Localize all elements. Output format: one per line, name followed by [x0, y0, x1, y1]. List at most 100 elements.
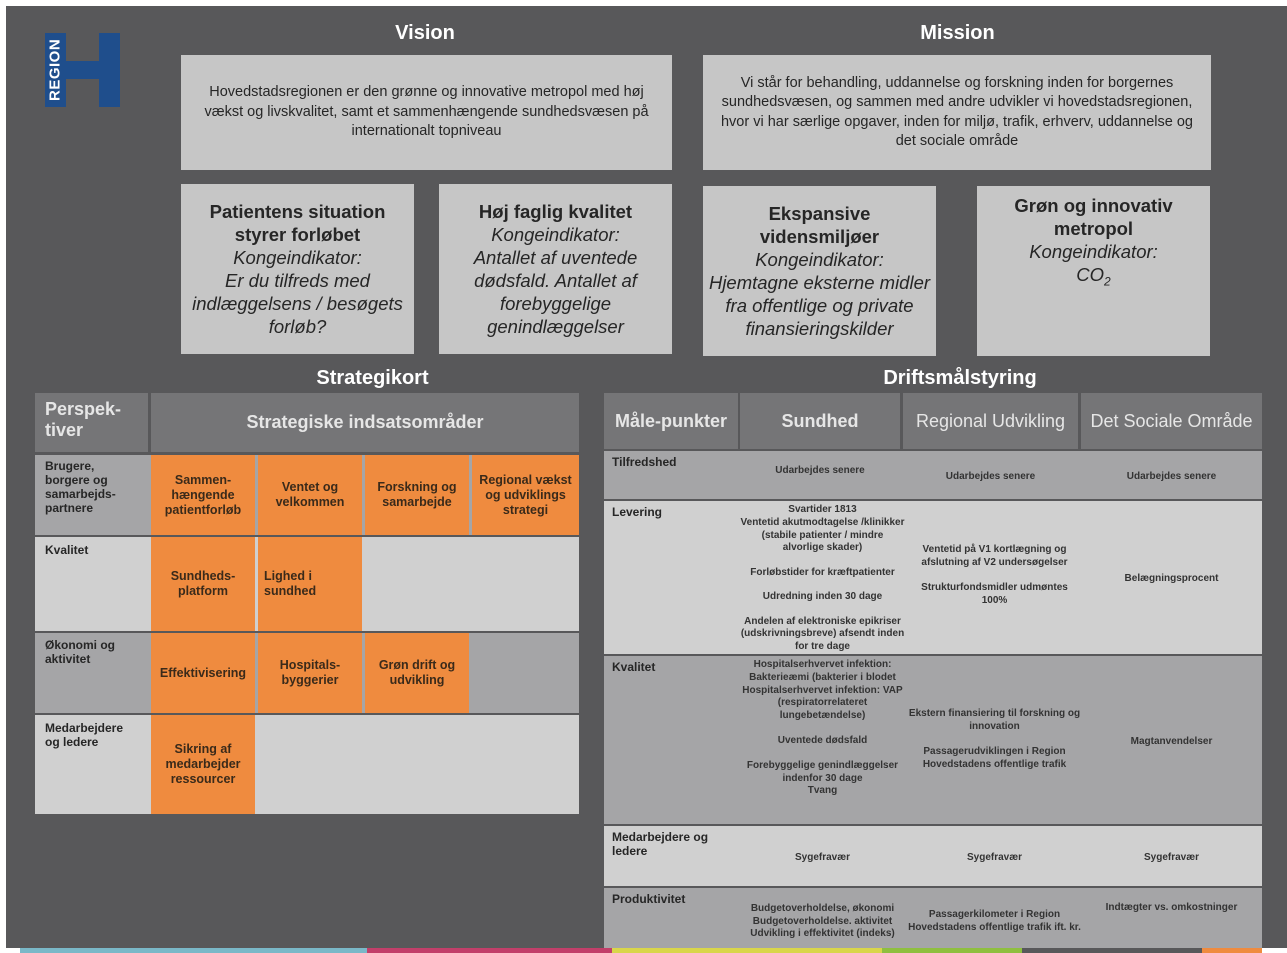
vision-title: Vision	[395, 22, 455, 44]
sk-cell-ventet: Ventet og velkommen	[258, 455, 362, 535]
kpi-label: Kongeindikator:	[233, 247, 362, 268]
footer-bar-green	[882, 948, 1022, 953]
dm-cat-label: Tilfredshed	[612, 455, 677, 469]
dm-cell-text: Sygefravær	[794, 851, 851, 863]
kpi-title: Høj faglig kvalitet	[478, 201, 633, 222]
sk-label-medarbejdere: Medarbejdere og ledere	[45, 721, 124, 749]
dm-row-tilfredshed: Tilfredshed Udarbejdes senere Udarbejdes…	[604, 451, 1262, 499]
vision-box: Hovedstadsregionen er den grønne og inno…	[181, 55, 672, 170]
dm-cell-text: Hospitalserhvervet infektion: Bakterieæm…	[749, 659, 896, 683]
strategikort-title: Strategikort	[316, 367, 429, 389]
sk-cell-sikring: Sikring af medarbejder ressourcer	[151, 715, 255, 814]
dm-cell-text: Passagerkilometer i Region Hovedstadens …	[908, 909, 1081, 933]
dm-cell-regional: Sygefravær	[907, 826, 1082, 890]
dm-cell-sundhed: Svartider 1813 Ventetid akutmodtagelse /…	[740, 504, 905, 654]
dm-row-levering: Levering Svartider 1813 Ventetid akutmod…	[604, 501, 1262, 654]
sk-cell-sundhedsplatform: Sundheds-platform	[151, 537, 255, 631]
dm-cell-sundhed: Sygefravær	[740, 826, 905, 890]
dm-cell-text: Belægningsprocent	[1124, 572, 1219, 584]
kpi-desc: Antallet af uventede dødsfald. Antallet …	[473, 247, 638, 337]
dm-cell-text: Andelen af elektroniske epikriser (udskr…	[740, 615, 905, 653]
sk-cell-hospitalsbyggerier: Hospitals-byggerier	[258, 633, 362, 713]
dm-cat-label: Medarbejdere og ledere	[612, 830, 709, 858]
dm-cell-text: Indtægter vs. omkostninger	[1105, 901, 1238, 913]
dm-cell-text: Uventede dødsfald	[777, 734, 868, 746]
dm-cell-social: Magtanvendelser	[1081, 656, 1262, 828]
dm-cell-text: Forløbstider for kræftpatienter	[750, 566, 895, 578]
driftsmaalstyring-title: Driftsmålstyring	[883, 367, 1037, 389]
dm-cell-sundhed: Hospitalserhvervet infektion: Bakterieæm…	[740, 659, 905, 824]
dm-cell-social: Sygefravær	[1081, 826, 1262, 890]
footer-bar-orange	[1202, 948, 1262, 953]
mission-box: Vi står for behandling, uddannelse og fo…	[703, 55, 1211, 170]
sk-cell-sammenhaengende: Sammen-hængende patientforløb	[151, 455, 255, 535]
sk-label-brugere: Brugere, borgere og samarbejds-partnere	[45, 459, 116, 515]
dm-cell-text: Tvang	[807, 785, 838, 797]
dm-cell-text: Sygefravær	[966, 851, 1023, 863]
footer-bar-gray	[1022, 948, 1202, 953]
kpi-title: Ekspansive vidensmiljøer	[759, 203, 880, 247]
dm-header-maalepunkter: Måle-punkter	[604, 393, 738, 449]
sk-label-kvalitet: Kvalitet	[45, 543, 89, 557]
dm-row-kvalitet: Kvalitet Hospitalserhvervet infektion: B…	[604, 656, 1262, 824]
indsatsomraader-header: Strategiske indsatsområder	[151, 393, 579, 452]
sk-label-oekonomi: Økonomi og aktivitet	[45, 638, 115, 666]
dm-cell-text: Forebyggelige genindlæggelser indenfor 3…	[746, 759, 899, 784]
dm-header-regional: Regional Udvikling	[903, 393, 1078, 449]
kpi-label: Kongeindikator:	[491, 224, 620, 245]
dm-cell-social: Udarbejdes senere	[1081, 451, 1262, 503]
sk-cell-regional-vaekst: Regional vækst og udviklings strategi	[472, 455, 579, 535]
dm-cell-social: Indtægter vs. omkostninger	[1081, 896, 1262, 920]
dm-cell-text: Passagerudviklingen i Region Hovedstaden…	[922, 746, 1067, 770]
dm-cell-text: Ventetid på V1 kortlægning og afslutning…	[921, 544, 1068, 569]
footer-bar-pink	[367, 948, 612, 953]
dm-cell-social: Belægningsprocent	[1081, 501, 1262, 657]
sk-cell-lighed: Lighed i sundhed	[258, 537, 362, 631]
dm-header-sundhed: Sundhed	[740, 393, 900, 449]
dm-cell-regional: Udarbejdes senere	[903, 451, 1078, 503]
sk-cell-groen-drift: Grøn drift og udvikling	[365, 633, 469, 713]
dm-cell-text: Sygefravær	[1143, 851, 1200, 863]
sk-cell-forskning: Forskning og samarbejde	[365, 455, 469, 535]
kpi-box-kvalitet: Høj faglig kvalitet Kongeindikator: Anta…	[439, 184, 672, 354]
kpi-desc: CO2	[1076, 264, 1111, 289]
dm-header-social: Det Sociale Område	[1081, 393, 1262, 449]
dm-cell-regional: Ekstern finansiering til forskning og in…	[907, 656, 1082, 824]
kpi-desc: Hjemtagne eksterne midler fra offentlige…	[708, 272, 931, 339]
mission-text: Vi står for behandling, uddannelse og fo…	[720, 74, 1193, 150]
kpi-title: Grøn og innovativ metropol	[1014, 195, 1173, 239]
dm-cell-sundhed: Udarbejdes senere	[740, 451, 900, 491]
sk-row-medarbejdere	[35, 715, 579, 814]
dm-cell-text: Ventetid akutmodtagelse /klinikker (stab…	[740, 516, 905, 554]
kpi-box-patient: Patientens situation styrer forløbet Kon…	[181, 184, 414, 354]
dm-cell-text: Magtanvendelser	[1130, 735, 1213, 747]
kpi-box-vidensmiljoer: Ekspansive vidensmiljøer Kongeindikator:…	[703, 186, 936, 356]
kpi-box-metropol: Grøn og innovativ metropol Kongeindikato…	[977, 186, 1210, 356]
footer-bar-yellow	[612, 948, 882, 953]
mission-title: Mission	[920, 22, 995, 44]
dm-cat-label: Levering	[612, 505, 663, 519]
dm-cell-regional: Passagerkilometer i Region Hovedstadens …	[907, 902, 1082, 942]
dm-row-produktivitet: Produktivitet Budgetoverholdelse, økonom…	[604, 888, 1262, 948]
dm-cell-sundhed: Budgetoverholdelse, økonomi Budgetoverho…	[740, 902, 905, 942]
logo-text: REGION	[46, 38, 64, 102]
dm-cell-text: Budgetoverholdelse. aktivitet	[752, 915, 893, 927]
sk-cell-effektivisering: Effektivisering	[151, 633, 255, 713]
kpi-label: Kongeindikator:	[1029, 241, 1158, 262]
dm-cell-text: Hospitalserhvervet infektion: VAP (respi…	[742, 684, 903, 722]
perspektiver-header: Perspek-tiver	[35, 393, 148, 452]
kpi-label: Kongeindikator:	[755, 249, 884, 270]
vision-text: Hovedstadsregionen er den grønne og inno…	[204, 84, 649, 140]
dm-row-medarbejdere: Medarbejdere og ledere Sygefravær Sygefr…	[604, 826, 1262, 886]
region-h-logo	[45, 33, 120, 107]
dm-cell-text: Ekstern finansiering til forskning og in…	[908, 708, 1081, 733]
dm-cell-text: Strukturfondsmidler udmøntes 100%	[921, 582, 1068, 606]
kpi-title: Patientens situation styrer forløbet	[209, 201, 386, 245]
kpi-desc: Er du tilfreds med indlæggelsens / besøg…	[192, 270, 403, 337]
dm-cat-label: Produktivitet	[612, 892, 686, 906]
dm-cell-text: Svartider 1813	[788, 504, 857, 515]
dm-cell-text: Udarbejdes senere	[775, 464, 865, 476]
footer-bar-blue	[20, 948, 367, 953]
dm-cell-text: Udarbejdes senere	[945, 470, 1036, 482]
dm-cat-label: Kvalitet	[612, 660, 656, 674]
